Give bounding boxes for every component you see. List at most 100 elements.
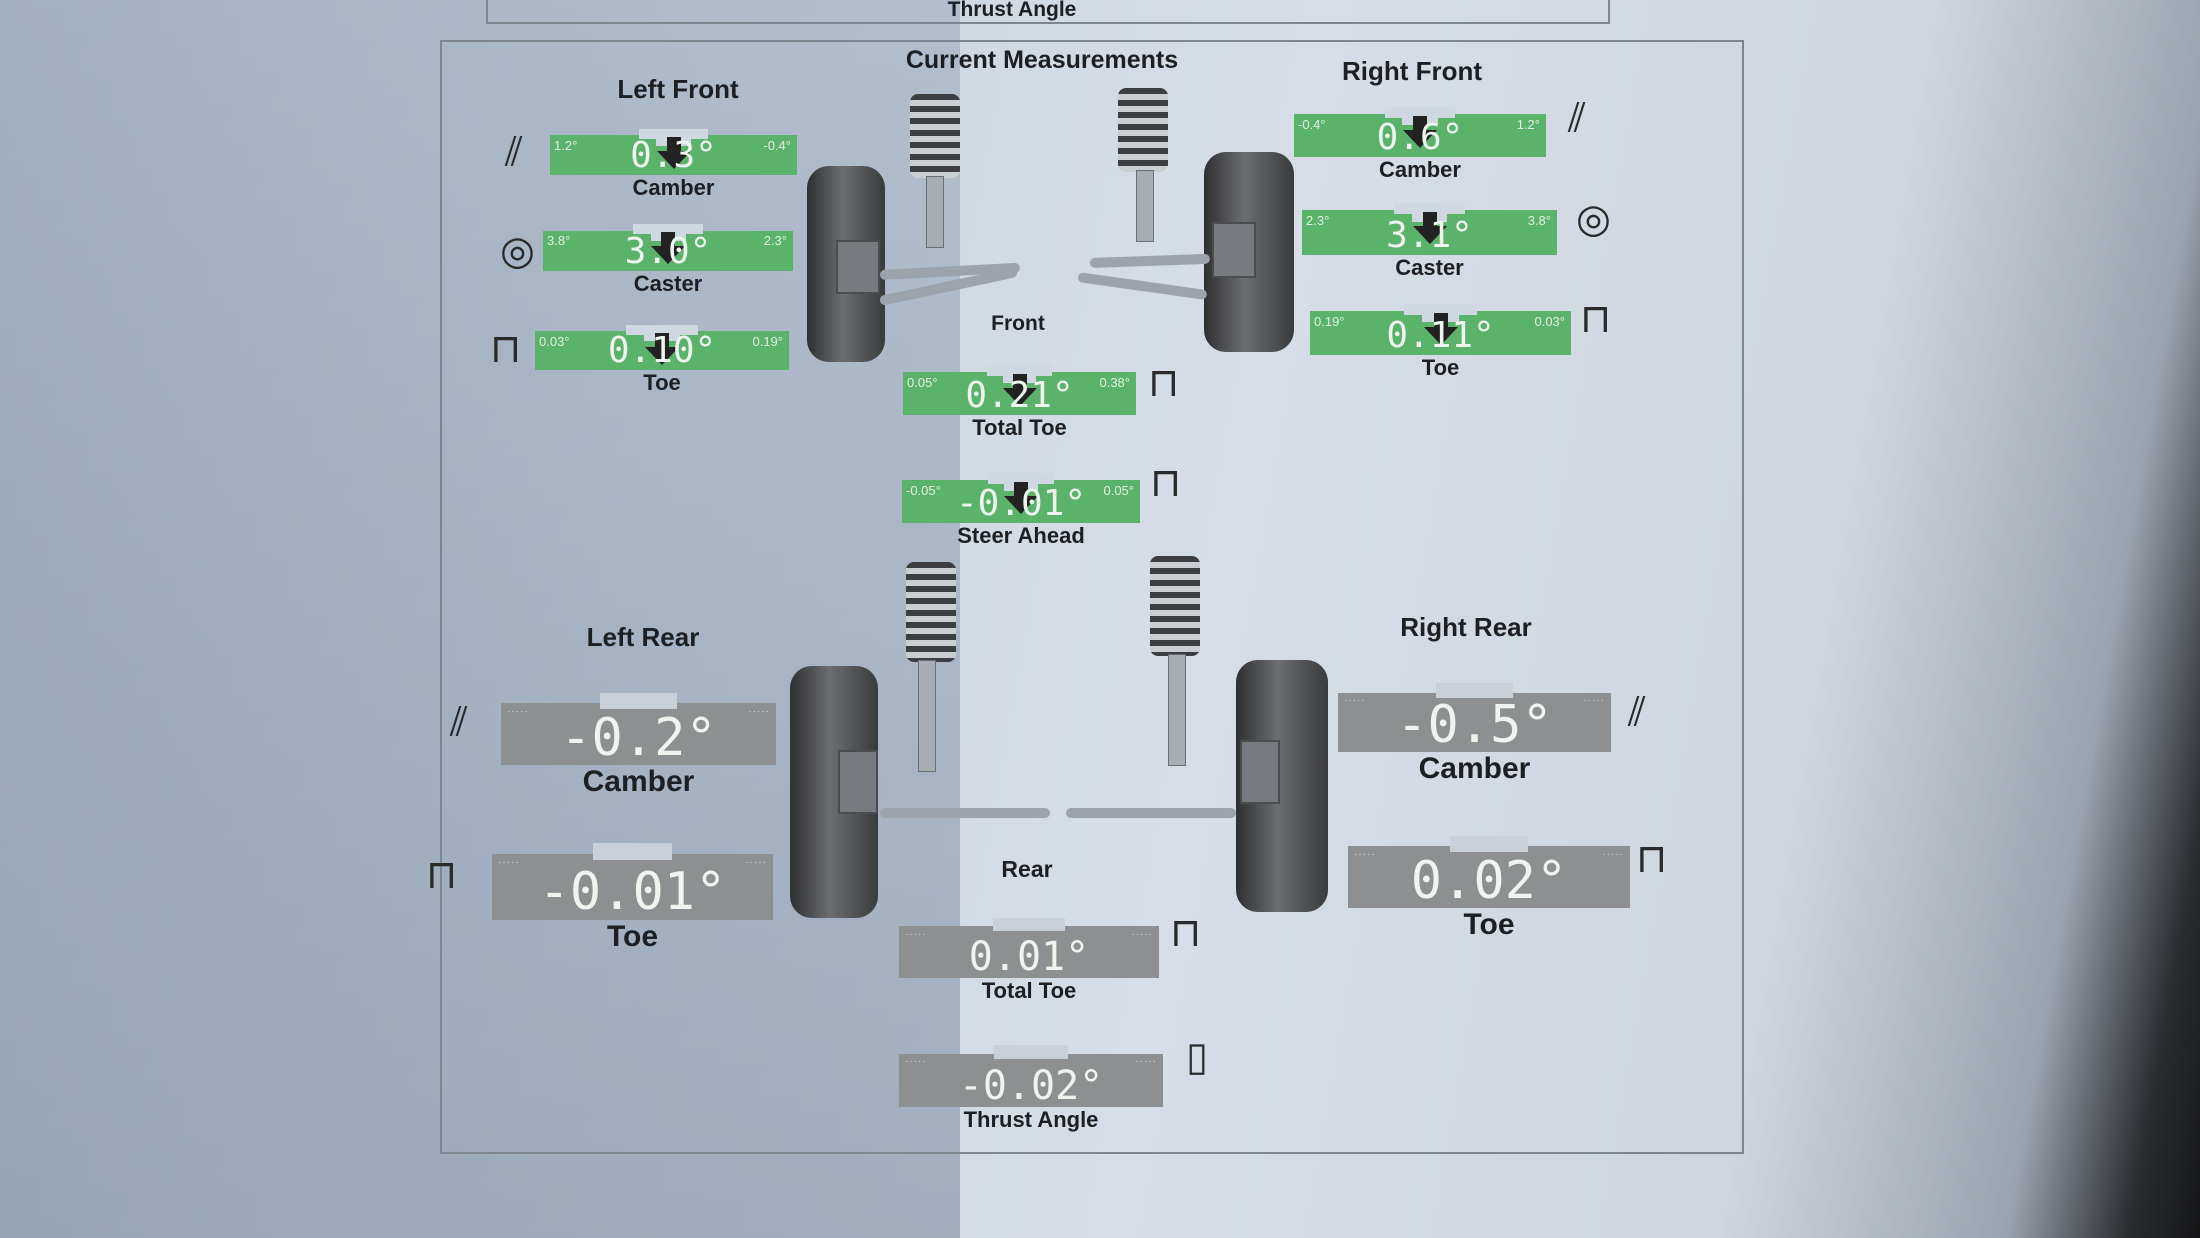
gauge-max: -0.4° bbox=[763, 138, 791, 154]
gauge-notch-center bbox=[656, 129, 691, 146]
gauge-notch bbox=[600, 693, 677, 709]
lr-toe-gauge: ··········-0.01° Toe bbox=[492, 843, 773, 953]
gauge-value: 0.3° bbox=[630, 135, 717, 177]
lf-toe-gauge: 0.03° 0.19° 0.10° Toe bbox=[535, 325, 789, 395]
gauge-notch bbox=[994, 1045, 1068, 1059]
toe-icon: ⊓ bbox=[1636, 837, 1668, 881]
gauge-min: -0.4° bbox=[1298, 117, 1326, 132]
gauge-label: Caster bbox=[633, 271, 703, 296]
rear-title: Rear bbox=[1001, 856, 1053, 882]
gauge-bar bbox=[899, 926, 1159, 978]
gauge-bar bbox=[492, 853, 773, 920]
gauge-notch bbox=[1436, 683, 1513, 699]
gauge-min: 0.03° bbox=[539, 334, 570, 349]
camber-icon: ⫽ bbox=[1568, 96, 1586, 140]
gauge-label: Toe bbox=[1421, 355, 1460, 380]
gauge-max: 0.03° bbox=[1534, 314, 1565, 330]
gauge-label: Camber bbox=[582, 765, 695, 798]
left-rear-title: Left Rear bbox=[586, 622, 700, 652]
lf-caster-gauge: 3.8° 2.3° 3.0° Caster bbox=[543, 224, 793, 296]
gauge-bar bbox=[899, 1053, 1163, 1107]
gauge-notch-center bbox=[644, 325, 680, 342]
camber-icon: ⫽ bbox=[505, 130, 523, 174]
gauge-bar bbox=[1338, 692, 1611, 752]
gauge-value: 3.0° bbox=[624, 231, 712, 273]
gauge-dots-left: ····· bbox=[507, 705, 529, 717]
header-stub-frame bbox=[486, 0, 1610, 24]
toe-icon: ⊓ bbox=[490, 327, 522, 371]
steer-ahead-icon: ⊓ bbox=[1150, 461, 1182, 505]
gauge-min: 0.19° bbox=[1314, 314, 1345, 330]
gauge-max: 1.2° bbox=[1516, 117, 1540, 132]
gauge-notch bbox=[1449, 836, 1529, 852]
gauge-dots-right: ····· bbox=[1583, 695, 1605, 707]
gauge-min: 1.2° bbox=[554, 138, 578, 154]
gauge-dots-right: ····· bbox=[745, 856, 767, 868]
front-title: Front bbox=[991, 312, 1045, 335]
gauge-notch-center bbox=[1422, 304, 1459, 323]
gauge-value: -0.01° bbox=[955, 483, 1087, 524]
gauge-dots-right: ····· bbox=[748, 705, 770, 717]
gauge-min: 2.3° bbox=[1306, 213, 1330, 229]
gauge-notch-center bbox=[650, 224, 686, 241]
gauge-value: 0.11° bbox=[1386, 314, 1495, 356]
gauge-value: -0.5° bbox=[1396, 694, 1553, 755]
rear-total-toe-gauge: ··········0.01° Total Toe bbox=[899, 918, 1159, 1003]
gauge-label: Toe bbox=[643, 370, 681, 395]
gauge-min: 0.05° bbox=[907, 375, 938, 390]
gauge-label: Thrust Angle bbox=[963, 1107, 1099, 1132]
lr-camber-gauge: ····· ····· -0.2° Camber bbox=[501, 693, 776, 798]
gauge-dots-right: ····· bbox=[1135, 1056, 1157, 1068]
right-rear-title: Right Rear bbox=[1400, 612, 1532, 642]
rf-caster-gauge: 2.3° 3.8° 3.1° Caster bbox=[1302, 203, 1557, 280]
gauge-bar bbox=[1348, 846, 1630, 908]
gauge-value: -0.02° bbox=[958, 1062, 1104, 1109]
report-frame bbox=[440, 40, 1744, 1154]
report-title: Current Measurements bbox=[905, 46, 1179, 74]
total-toe-icon: ⊓ bbox=[1148, 361, 1180, 405]
gauge-label: Caster bbox=[1395, 255, 1464, 280]
camber-icon: ⫽ bbox=[1628, 690, 1646, 734]
gauge-notch-center bbox=[1411, 203, 1448, 222]
gauge-max: 0.38° bbox=[1099, 375, 1130, 390]
gauge-max: 2.3° bbox=[763, 233, 787, 249]
gauge-value: 0.02° bbox=[1410, 850, 1568, 911]
gauge-bar bbox=[501, 703, 776, 765]
gauge-max: 3.8° bbox=[1527, 213, 1551, 229]
total-toe-icon: ⊓ bbox=[1170, 911, 1202, 955]
caster-icon: ◎ bbox=[1576, 197, 1611, 241]
gauge-label: Camber bbox=[1418, 752, 1531, 785]
gauge-min: 3.8° bbox=[547, 233, 571, 249]
lf-camber-gauge: 1.2° -0.4° 0.3° Camber bbox=[550, 129, 797, 200]
gauge-label: Total Toe bbox=[972, 415, 1067, 440]
gauge-value: 3.1° bbox=[1386, 214, 1473, 256]
camber-icon: ⫽ bbox=[450, 700, 468, 744]
caster-icon: ◎ bbox=[500, 229, 535, 273]
left-front-title: Left Front bbox=[617, 74, 739, 104]
gauge-min: -0.05° bbox=[906, 483, 941, 498]
toe-icon: ⊓ bbox=[426, 853, 458, 897]
front-total-toe-gauge: 0.05° 0.38° 0.21° Total Toe bbox=[903, 365, 1136, 440]
gauge-label: Toe bbox=[606, 920, 659, 953]
gauge-max: 0.05° bbox=[1103, 483, 1134, 498]
gauge-dots-left: ····· bbox=[1344, 695, 1366, 707]
gauge-max: 0.19° bbox=[752, 334, 783, 349]
gauge-value: -0.2° bbox=[560, 707, 717, 768]
steer-ahead-gauge: -0.05° 0.05° -0.01° Steer Ahead bbox=[902, 473, 1140, 548]
gauge-label: Steer Ahead bbox=[957, 523, 1085, 548]
toe-icon: ⊓ bbox=[1580, 297, 1612, 341]
gauge-dots-left: ····· bbox=[1354, 848, 1376, 860]
thrust-angle-icon: ▯ bbox=[1186, 1035, 1209, 1079]
gauge-label: Camber bbox=[1379, 157, 1461, 182]
gauge-dots-left: ····· bbox=[905, 928, 927, 940]
gauge-value: 0.01° bbox=[968, 933, 1090, 980]
gauge-label: Camber bbox=[632, 175, 715, 200]
gauge-dots-right: ····· bbox=[1602, 848, 1624, 860]
gauge-notch bbox=[992, 918, 1066, 932]
gauge-value: 0.10° bbox=[607, 330, 717, 372]
gauge-value: 0.21° bbox=[965, 375, 1074, 416]
gauge-label: Toe bbox=[1463, 908, 1515, 941]
thrust-angle-gauge: ··········-0.02° Thrust Angle bbox=[899, 1045, 1163, 1132]
rf-toe-gauge: 0.19° 0.03° 0.11° Toe bbox=[1310, 304, 1571, 380]
gauge-value: 0.6° bbox=[1376, 117, 1464, 158]
